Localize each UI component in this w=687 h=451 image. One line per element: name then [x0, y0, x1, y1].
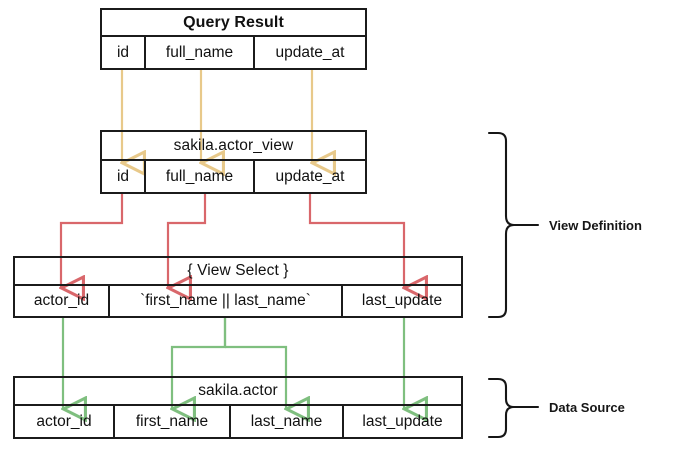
column-row-view-select: actor_id `first_name || last_name` last_… [15, 286, 461, 316]
column-cell: `first_name || last_name` [110, 286, 343, 316]
table-actor-view: sakila.actor_view id full_name update_at [100, 130, 367, 194]
column-cell: update_at [275, 43, 345, 61]
column-cell: full_name [146, 37, 255, 68]
table-view-select: { View Select } actor_id `first_name || … [13, 256, 463, 318]
column-cell: id [102, 161, 146, 192]
column-row-actor-view: id full_name update_at [102, 161, 365, 192]
column-cell: last_name [231, 406, 344, 437]
group-label-data-source: Data Source [549, 400, 625, 415]
column-cell: last_update [361, 292, 443, 309]
column-cell: first_name [115, 406, 231, 437]
table-sakila-actor: sakila.actor actor_id first_name last_na… [13, 376, 463, 439]
table-query-result: Query Result id full_name update_at [100, 8, 367, 70]
table-header-query-result: Query Result [102, 10, 365, 37]
column-row-query-result: id full_name update_at [102, 37, 365, 68]
column-cell: id [102, 37, 146, 68]
brace-view-definition [487, 131, 515, 319]
table-header-actor-view: sakila.actor_view [102, 132, 365, 161]
column-row-sakila-actor: actor_id first_name last_name last_updat… [15, 406, 461, 437]
table-header-view-select: { View Select } [15, 258, 461, 286]
column-cell: last_update [362, 412, 443, 430]
column-cell: update_at [275, 167, 345, 185]
column-cell: actor_id [15, 286, 110, 316]
table-header-sakila-actor: sakila.actor [15, 378, 461, 406]
column-cell: actor_id [15, 406, 115, 437]
group-label-view-definition: View Definition [549, 218, 642, 233]
brace-data-source [487, 377, 515, 439]
column-cell: full_name [146, 161, 255, 192]
